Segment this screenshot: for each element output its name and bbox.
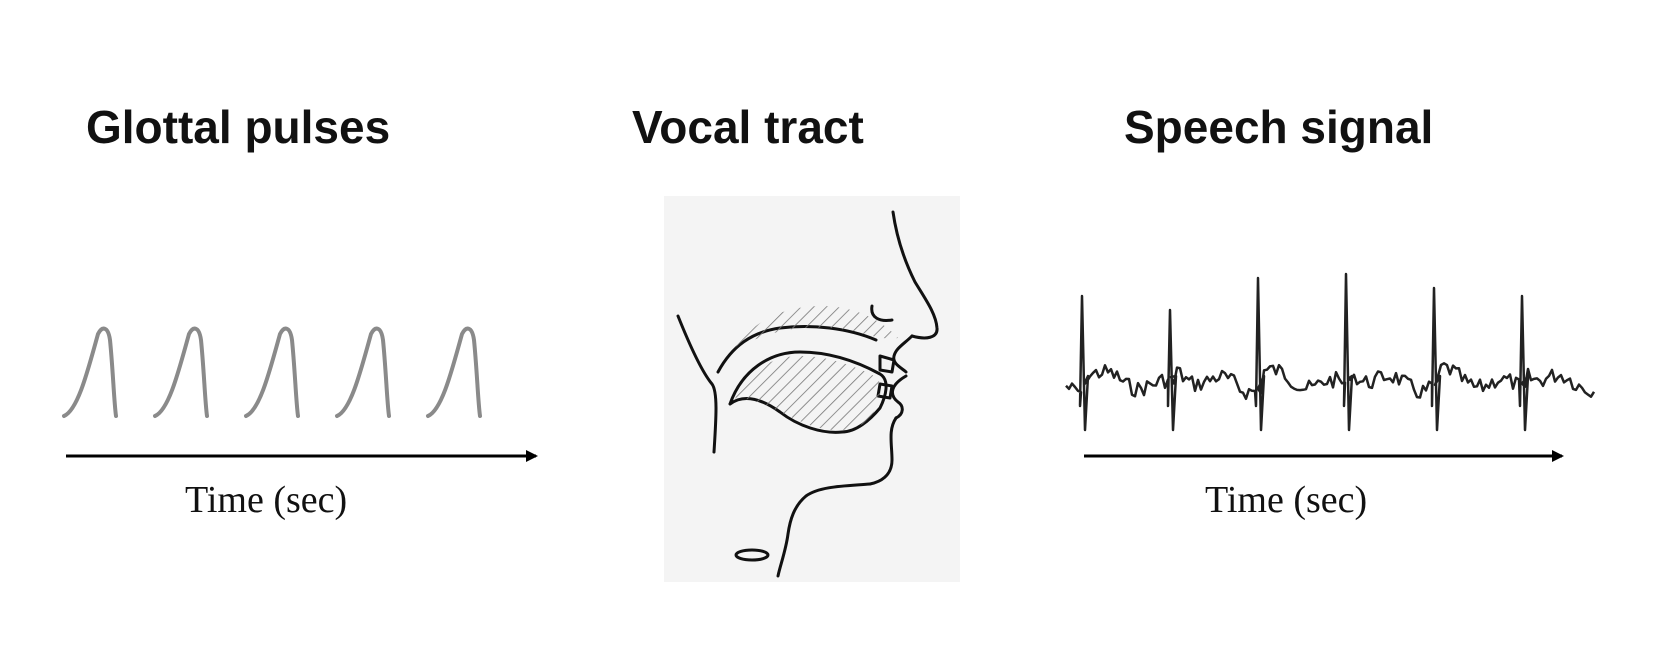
speech-signal-title: Speech signal <box>1124 101 1434 153</box>
glottal-pulses-waveform <box>62 326 482 418</box>
glottal-pulses-title: Glottal pulses <box>86 101 391 153</box>
speech-signal-waveform <box>1065 272 1596 432</box>
glottal-pulse <box>335 326 391 418</box>
time-axis-label-right: Time (sec) <box>1205 479 1368 521</box>
time-axis-label-left: Time (sec) <box>185 479 348 521</box>
tongue-hatch <box>734 356 881 431</box>
vocal-tract-title: Vocal tract <box>632 101 864 153</box>
glottal-pulse <box>62 326 118 418</box>
glottal-pulse <box>426 326 482 418</box>
glottal-pulse <box>153 326 209 418</box>
glottal-pulse <box>244 326 300 418</box>
palate-hatch <box>734 306 898 350</box>
vocal-tract-illustration <box>676 210 939 578</box>
